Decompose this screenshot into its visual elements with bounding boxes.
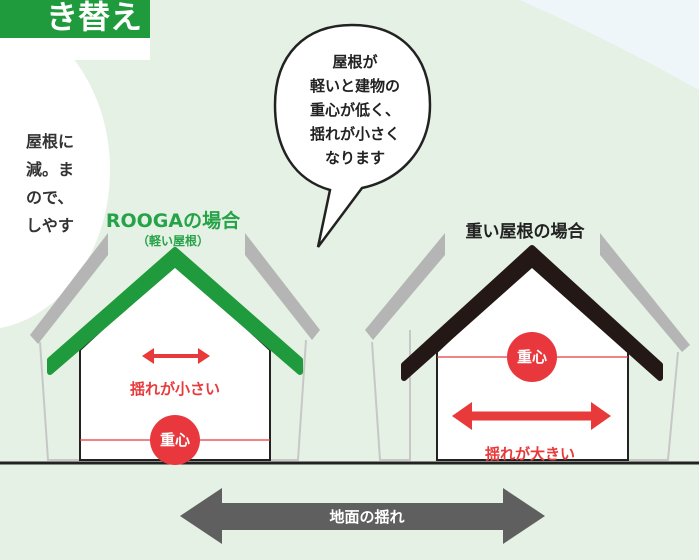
rooga-roof bbox=[47, 247, 303, 375]
banner-title: き替え bbox=[0, 0, 150, 38]
bubble-line: 軽いと建物の bbox=[309, 77, 400, 95]
rooga-subtitle: （軽い屋根） bbox=[136, 234, 209, 248]
rooga-title: ROOGAの場合 bbox=[105, 210, 241, 232]
bubble-text: 屋根が 軽いと建物の 重心が低く、 揺れが小さく なります bbox=[298, 50, 412, 170]
heavy-sway-label: 揺れが大きい bbox=[484, 445, 575, 463]
intro-line: ので、 bbox=[26, 188, 74, 207]
heavy-center-of-gravity: 重心 bbox=[507, 332, 557, 382]
ground-arrow bbox=[180, 488, 545, 544]
rooga-house bbox=[30, 233, 320, 461]
intro-line: しやす bbox=[26, 216, 74, 235]
heavy-roof bbox=[401, 245, 663, 381]
rooga-sway-arrow bbox=[142, 348, 210, 364]
white-top-right bbox=[520, 0, 699, 90]
ground-label: 地面の揺れ bbox=[329, 508, 405, 526]
bubble-line: 重心が低く、 bbox=[309, 101, 400, 119]
bubble-line: 揺れが小さく bbox=[309, 125, 400, 143]
intro-text: 屋根に 減。ま ので、 しやす bbox=[26, 128, 86, 248]
intro-line: 屋根に bbox=[26, 132, 75, 151]
bubble-line: なります bbox=[324, 149, 385, 167]
heavy-back-roof-left bbox=[365, 233, 445, 340]
speech-bubble bbox=[273, 23, 432, 248]
heavy-title: 重い屋根の場合 bbox=[465, 222, 585, 242]
heavy-back-roof-right bbox=[600, 233, 690, 352]
white-left-area bbox=[0, 11, 110, 329]
rooga-back-roof-right bbox=[245, 233, 320, 340]
heavy-sway-arrow bbox=[452, 402, 611, 430]
heavy-back-wall-left bbox=[371, 330, 411, 461]
bubble-line: 屋根が bbox=[332, 53, 378, 71]
rooga-back-roof-left bbox=[30, 233, 108, 344]
rooga-center-of-gravity: 重心 bbox=[150, 415, 200, 465]
intro-line: 減。ま bbox=[26, 160, 75, 179]
rooga-sway-label: 揺れが小さい bbox=[129, 380, 220, 398]
